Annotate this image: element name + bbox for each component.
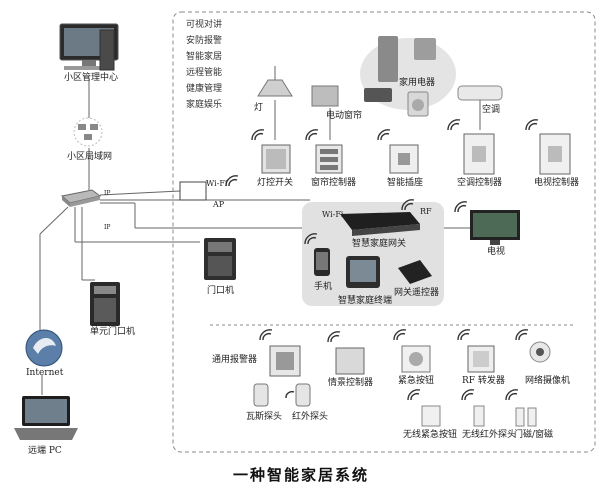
door-magnet-icon <box>515 407 525 427</box>
port-label: IP <box>104 190 111 197</box>
laptop-icon <box>14 396 78 440</box>
ac-icon <box>457 85 503 101</box>
management-center-label: 小区管理中心 <box>64 73 119 83</box>
gateway-wifi-label: Wi-Fi <box>322 210 344 219</box>
curtain-label: 电动窗帘 <box>326 111 363 121</box>
door-unit-icon <box>204 238 236 280</box>
door-unit-label: 门口机 <box>207 286 235 296</box>
smart-socket-icon <box>389 144 419 174</box>
wifi-ap-box <box>179 181 207 201</box>
terminal-label: 智慧家庭终端 <box>338 296 393 306</box>
internet-icon <box>25 329 63 367</box>
camera-label: 网络摄像机 <box>525 376 571 386</box>
feature-item: 远程管能 <box>186 68 223 78</box>
wireless-emergency-label: 无线紧急按钮 <box>403 430 458 440</box>
remote-pc-label: 远端 PC <box>28 446 62 456</box>
management-pc-icon <box>59 23 119 71</box>
gateway-icon <box>340 212 420 230</box>
feature-item: 安防报警 <box>186 36 223 46</box>
ac-ctrl-label: 空调控制器 <box>457 178 503 188</box>
curtain-icon <box>311 85 339 107</box>
scene-label: 情景控制器 <box>328 378 374 388</box>
port-label: IP <box>104 224 111 231</box>
wifi-ap-label: Wi-Fi <box>206 179 228 188</box>
remote-icon <box>398 260 432 284</box>
remote-label: 网关遥控器 <box>394 288 440 298</box>
internet-label: Internet <box>26 368 64 378</box>
gateway-label: 智慧家庭网关 <box>352 239 407 249</box>
feature-item: 健康管理 <box>186 84 223 94</box>
lan-icon <box>73 117 103 147</box>
wireless-ir-label: 无线红外探头 <box>462 430 517 440</box>
feature-item: 家庭娱乐 <box>186 100 223 110</box>
home-boundary <box>172 11 596 453</box>
tv-ctrl-label: 电视控制器 <box>534 178 580 188</box>
alarm-label: 通用报警器 <box>212 355 258 365</box>
microwave-icon <box>364 88 392 102</box>
gateway-rf-label: RF <box>420 207 432 216</box>
figure-caption: 一种智能家居系统 <box>232 466 369 484</box>
fridge-icon <box>378 36 398 82</box>
unit-door-label: 单元门口机 <box>90 327 136 337</box>
scene-ctrl-icon <box>335 347 365 375</box>
lamp-icon <box>257 66 293 97</box>
door-magnet-label: 门磁/窗磁 <box>514 430 554 440</box>
unit-door-icon <box>90 282 120 326</box>
switch-icon <box>60 189 102 207</box>
wireless-ir-icon <box>473 405 485 427</box>
wifi-ap-sublabel: AP <box>213 200 225 209</box>
lamp-label: 灯 <box>254 103 264 113</box>
signal-icons <box>225 119 539 401</box>
appliances-label: 家用电器 <box>399 78 436 88</box>
phone-label: 手机 <box>314 282 333 292</box>
curtain-ctrl-label: 窗帘控制器 <box>311 178 357 188</box>
lan-label: 小区局域网 <box>67 152 113 162</box>
ac-label: 空调 <box>482 105 501 115</box>
heater-icon <box>414 38 436 60</box>
gas-label: 瓦斯探头 <box>246 412 283 422</box>
light-switch-label: 灯控开关 <box>257 178 294 188</box>
emergency-button-icon <box>401 345 431 373</box>
rf-repeater-label: RF 转发器 <box>462 376 505 386</box>
tv-label: 电视 <box>487 247 506 257</box>
wireless-emergency-icon <box>421 405 441 427</box>
gas-sensor-icon <box>253 383 269 407</box>
feature-item: 智能家居 <box>186 52 223 62</box>
ir-sensor-icon <box>295 383 311 407</box>
emergency-label: 紧急按钮 <box>398 376 435 386</box>
feature-item: 可视对讲 <box>186 20 223 30</box>
ir-label: 红外探头 <box>292 412 329 422</box>
smart-socket-label: 智能插座 <box>387 178 424 188</box>
